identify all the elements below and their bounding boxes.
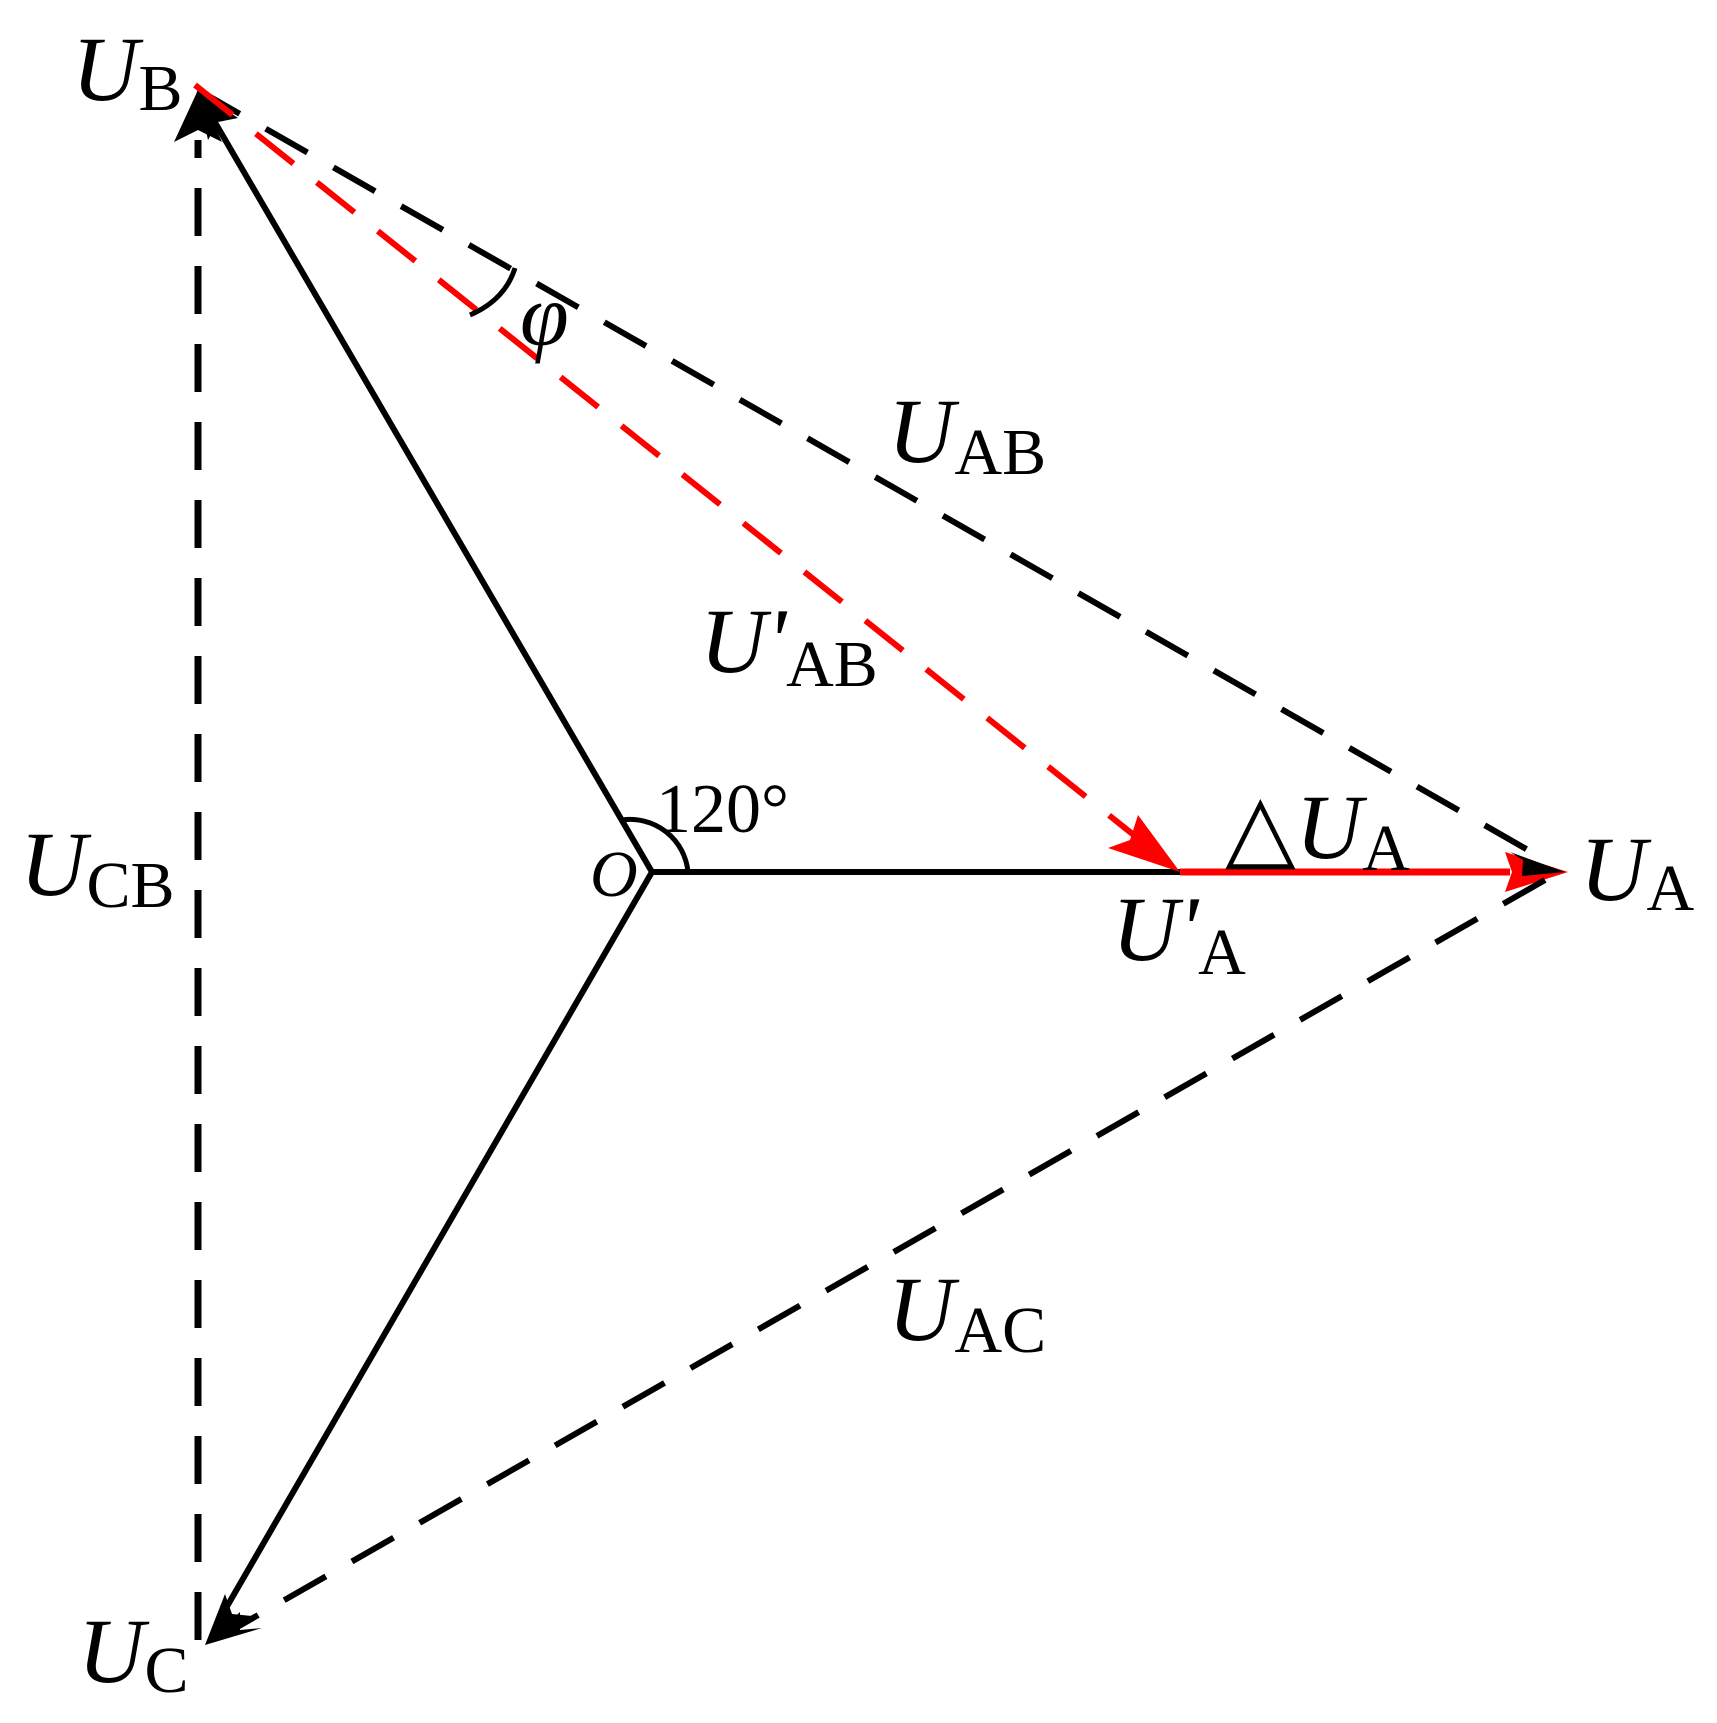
ucb-arrowhead bbox=[174, 90, 222, 142]
phi-angle-arc bbox=[468, 267, 518, 318]
uab-prime-dashed-line bbox=[193, 82, 1142, 843]
label-ua: UA bbox=[1580, 818, 1694, 925]
label-delta-ua: △UA bbox=[1225, 776, 1410, 885]
uab-dashed-line bbox=[196, 87, 1530, 853]
phasor-uc-arrowhead bbox=[205, 1594, 252, 1645]
angle-120-arc bbox=[621, 816, 691, 873]
uab-prime-arrowhead bbox=[1108, 815, 1180, 872]
phasor-uc-line bbox=[219, 870, 655, 1617]
label-angle-120: 120° bbox=[656, 771, 789, 848]
label-uac: UAC bbox=[888, 1258, 1046, 1367]
label-uab-prime: U'AB bbox=[700, 590, 878, 701]
label-ucb: UCB bbox=[20, 813, 175, 922]
label-uab: UAB bbox=[888, 380, 1046, 489]
label-uc: UC bbox=[78, 1600, 188, 1707]
label-origin: O bbox=[590, 838, 638, 911]
label-ua-prime: U'A bbox=[1112, 878, 1246, 989]
uab-arrowhead bbox=[1510, 852, 1565, 876]
uac-arrowhead bbox=[205, 1612, 262, 1645]
label-phi: φ bbox=[520, 268, 569, 365]
phasor-ub-line bbox=[210, 117, 655, 874]
label-ub: UB bbox=[72, 18, 182, 125]
uac-dashed-line bbox=[230, 877, 1547, 1633]
